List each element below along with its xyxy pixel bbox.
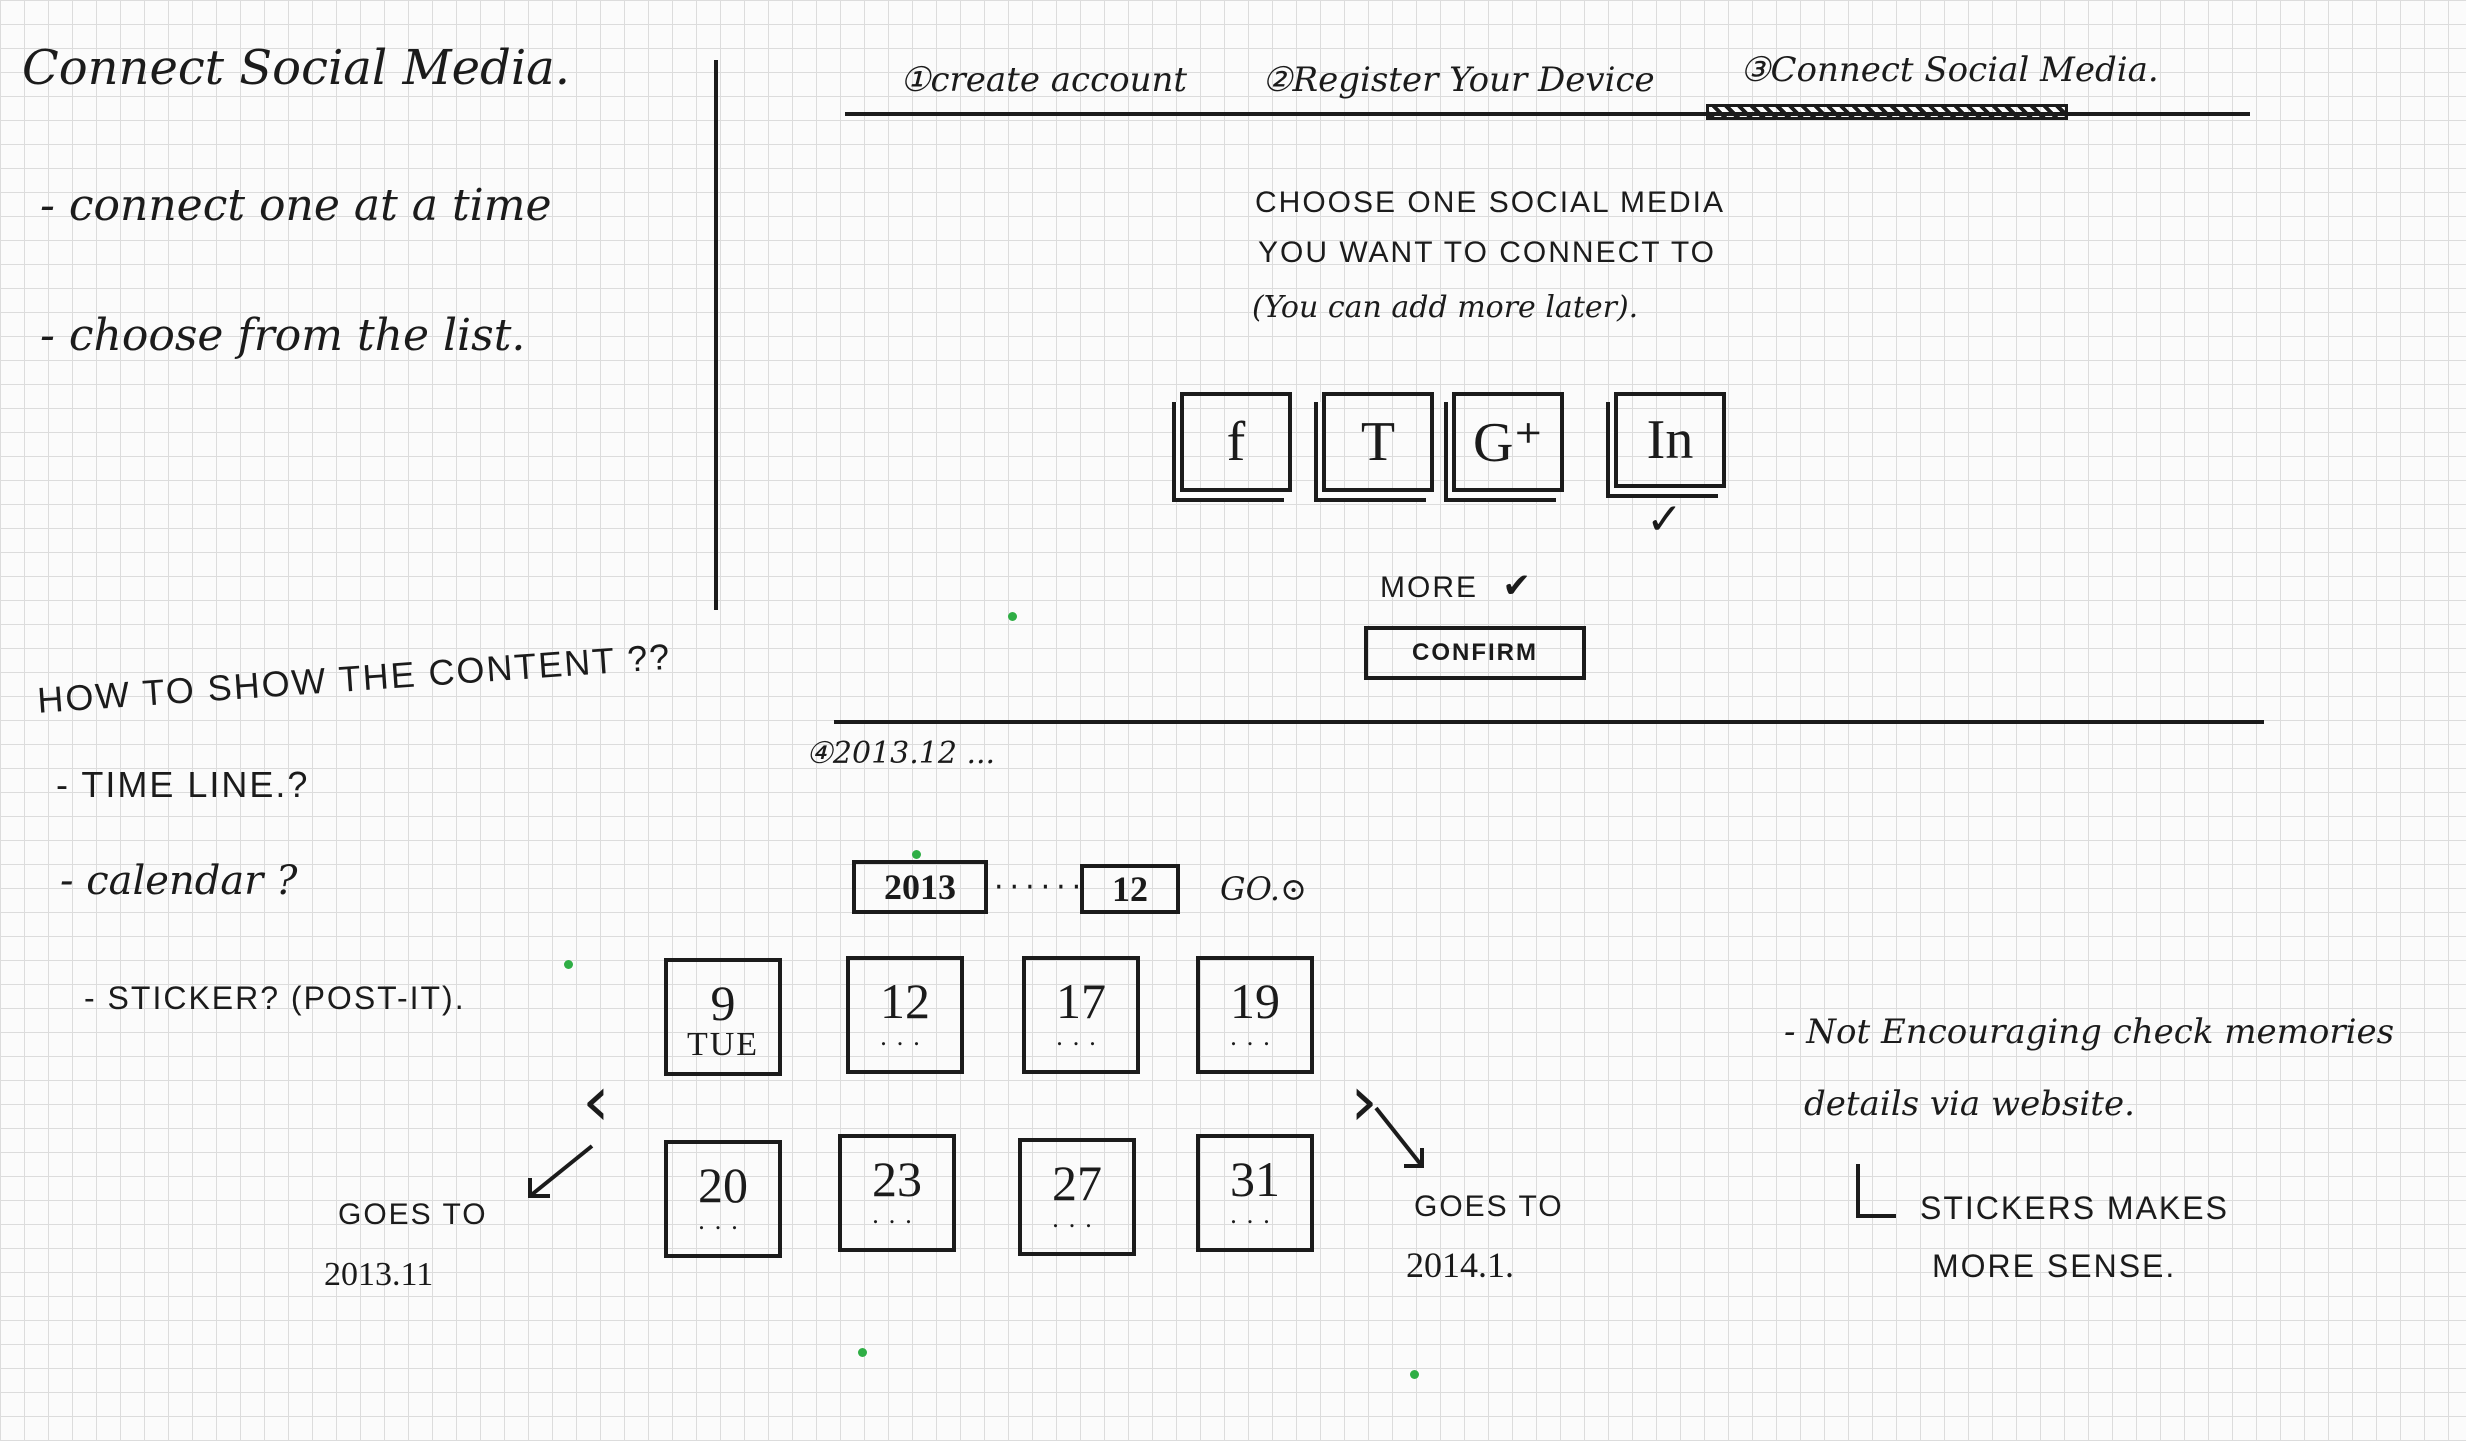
marker-dot xyxy=(1410,1370,1419,1379)
side-note-line-4: MORE SENSE. xyxy=(1932,1248,2177,1284)
day-preview: ... xyxy=(698,1206,748,1235)
day-tile[interactable]: 23 ... xyxy=(838,1134,956,1252)
go-button[interactable]: GO.⊙ xyxy=(1220,870,1307,908)
day-number: 20 xyxy=(698,1157,748,1213)
selected-check-icon: ✓ xyxy=(1646,494,1683,545)
choose-line-1: CHOOSE ONE SOCIAL MEDIA xyxy=(1255,186,1725,219)
day-preview: ... xyxy=(1230,1022,1280,1051)
prev-month-arrow-icon[interactable]: ‹ xyxy=(582,1060,610,1142)
next-note-line-1: GOES TO xyxy=(1414,1190,1564,1223)
marker-dot xyxy=(858,1348,867,1357)
marker-dot xyxy=(1008,612,1017,621)
step-register-device[interactable]: ②Register Your Device xyxy=(1262,60,1655,100)
prev-note-arrow-icon xyxy=(528,1144,594,1198)
prev-note-line-1: GOES TO xyxy=(338,1198,488,1231)
step-4-label: ④2013.12 ... xyxy=(806,736,996,771)
notes-item: - choose from the list. xyxy=(40,310,526,361)
content-question-item: - calendar ? xyxy=(60,858,298,904)
notes-title: Connect Social Media. xyxy=(22,40,571,96)
day-preview: ... xyxy=(1052,1204,1102,1233)
day-tile[interactable]: 17 ... xyxy=(1022,956,1140,1074)
day-number: 31 xyxy=(1230,1151,1280,1207)
day-number: 12 xyxy=(880,973,930,1029)
day-number: 27 xyxy=(1052,1155,1102,1211)
google-plus-tile[interactable]: G⁺ xyxy=(1452,392,1564,492)
side-note-line-2: details via website. xyxy=(1804,1084,2135,1124)
prev-note-line-2: 2013.11 xyxy=(324,1256,434,1293)
day-preview: ... xyxy=(880,1022,930,1051)
more-toggle[interactable]: MORE ✔ xyxy=(1380,566,1533,606)
step-progress-line xyxy=(845,112,2250,116)
day-preview: ... xyxy=(872,1200,922,1229)
more-label: MORE xyxy=(1380,571,1478,604)
day-weekday: TUE xyxy=(686,1026,760,1063)
day-tile[interactable]: 31 ... xyxy=(1196,1134,1314,1252)
linkedin-tile[interactable]: In xyxy=(1614,392,1726,488)
day-tile[interactable]: 12 ... xyxy=(846,956,964,1074)
facebook-tile[interactable]: f xyxy=(1180,392,1292,492)
twitter-tile[interactable]: T xyxy=(1322,392,1434,492)
month-select[interactable]: 12 xyxy=(1080,864,1180,914)
day-preview: ... xyxy=(1056,1022,1106,1051)
separator-dots: ······ xyxy=(994,870,1088,905)
choose-line-3: (You can add more later). xyxy=(1252,290,1639,325)
day-preview: ... xyxy=(1230,1200,1280,1229)
next-note-line-2: 2014.1. xyxy=(1406,1245,1514,1285)
elbow-arrow-icon xyxy=(1856,1164,1896,1218)
side-note-line-1: - Not Encouraging check memories xyxy=(1784,1012,2395,1052)
day-number: 17 xyxy=(1056,973,1106,1029)
confirm-button[interactable]: CONFIRM xyxy=(1364,626,1586,680)
side-note-line-3: STICKERS MAKES xyxy=(1920,1190,2229,1226)
day-tile[interactable]: 19 ... xyxy=(1196,956,1314,1074)
day-tile[interactable]: 27 ... xyxy=(1018,1138,1136,1256)
choose-line-2: YOU WANT TO CONNECT TO xyxy=(1258,236,1716,269)
linkedin-icon: In xyxy=(1646,409,1694,471)
content-question-title: HOW TO SHOW THE CONTENT ?? xyxy=(36,635,673,721)
marker-dot xyxy=(564,960,573,969)
day-tile[interactable]: 20 ... xyxy=(664,1140,782,1258)
notes-item: - connect one at a time xyxy=(40,180,552,231)
day-number: 19 xyxy=(1230,973,1280,1029)
facebook-icon: f xyxy=(1226,411,1246,473)
section-divider xyxy=(834,720,2264,724)
vertical-divider xyxy=(714,60,718,610)
active-step-indicator xyxy=(1706,104,2068,120)
google-plus-icon: G⁺ xyxy=(1473,411,1543,474)
content-question-item: - TIME LINE.? xyxy=(56,764,310,805)
chevron-down-icon: ✔ xyxy=(1502,567,1533,605)
step-create-account[interactable]: ①create account xyxy=(900,60,1188,100)
year-select[interactable]: 2013 xyxy=(852,860,988,914)
step-connect-social-media[interactable]: ③Connect Social Media. xyxy=(1740,50,2159,90)
next-note-arrow-icon xyxy=(1374,1106,1424,1168)
day-number: 9 xyxy=(710,975,736,1031)
day-number: 23 xyxy=(872,1151,922,1207)
day-tile[interactable]: 9 TUE xyxy=(664,958,782,1076)
twitter-icon: T xyxy=(1360,411,1396,473)
content-question-item: - STICKER? (POST-IT). xyxy=(84,980,466,1016)
marker-dot xyxy=(912,850,921,859)
next-month-arrow-icon[interactable]: › xyxy=(1350,1060,1378,1142)
